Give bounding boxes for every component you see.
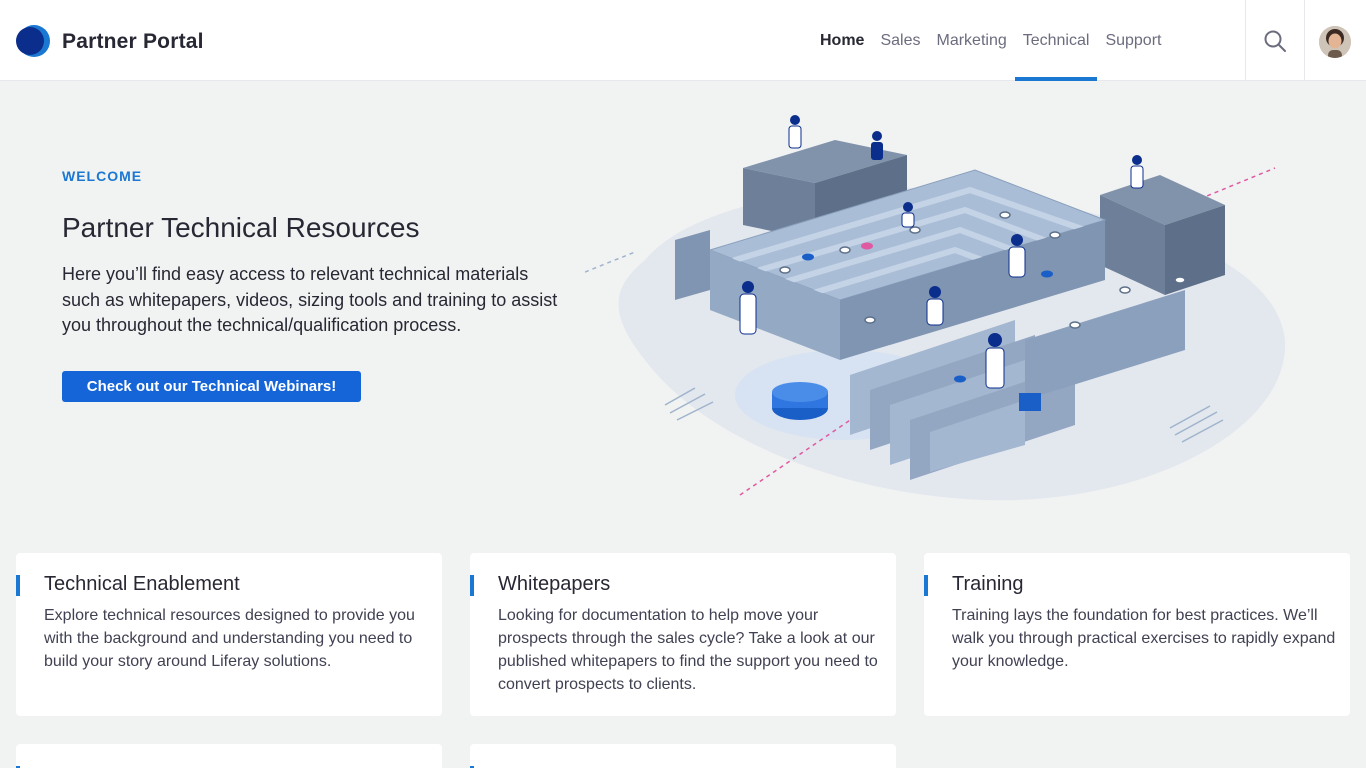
card-whitepapers[interactable]: Whitepapers Looking for documentation to… <box>470 553 896 716</box>
card-training[interactable]: Training Training lays the foundation fo… <box>924 553 1350 716</box>
technical-webinars-button[interactable]: Check out our Technical Webinars! <box>62 371 361 402</box>
brand-name[interactable]: Partner Portal <box>62 30 204 53</box>
hero-eyebrow: WELCOME <box>62 168 143 184</box>
top-header: Partner Portal Home Sales Marketing Tech… <box>0 0 1366 81</box>
card-accent-bar <box>924 575 928 596</box>
hero-description: Here you’ll find easy access to relevant… <box>62 264 558 335</box>
nav-technical[interactable]: Technical <box>1014 0 1098 81</box>
card-accent-bar <box>16 575 20 596</box>
header-divider <box>1245 0 1246 81</box>
card-partial[interactable] <box>16 744 442 768</box>
card-body: Training lays the foundation for best pr… <box>952 607 1336 670</box>
card-title: Training <box>952 573 1024 595</box>
user-avatar[interactable] <box>1319 26 1351 58</box>
card-technical-enablement[interactable]: Technical Enablement Explore technical r… <box>16 553 442 716</box>
nav-marketing[interactable]: Marketing <box>936 31 1007 49</box>
card-accent-bar <box>16 766 20 768</box>
card-title: Whitepapers <box>498 573 611 595</box>
search-icon <box>1264 30 1286 52</box>
header-divider <box>1304 0 1305 81</box>
search-button[interactable] <box>1246 0 1304 81</box>
maze-illustration <box>585 115 1286 501</box>
card-partial[interactable] <box>470 744 896 768</box>
card-accent-bar <box>470 575 474 596</box>
hero-title: Partner Technical Resources <box>62 212 420 243</box>
nav-support[interactable]: Support <box>1105 31 1162 49</box>
card-body: Looking for documentation to help move y… <box>498 607 878 693</box>
nav-home[interactable]: Home <box>820 31 865 49</box>
nav-sales[interactable]: Sales <box>880 31 921 49</box>
avatar-image <box>1319 26 1351 58</box>
main-nav: Home Sales Marketing Technical Support <box>812 0 1169 81</box>
card-accent-bar <box>470 766 474 768</box>
card-title: Technical Enablement <box>44 573 240 595</box>
card-body: Explore technical resources designed to … <box>44 607 415 670</box>
partner-portal-logo[interactable] <box>15 24 51 58</box>
